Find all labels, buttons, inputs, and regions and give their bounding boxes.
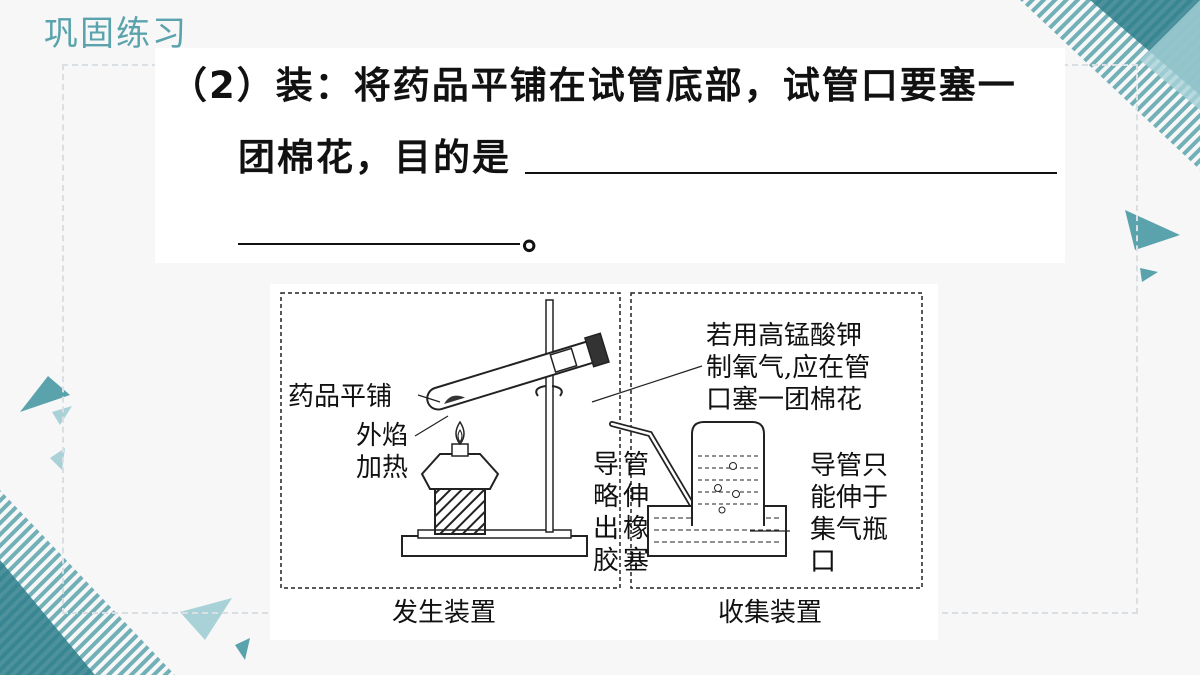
experiment-diagram: 药品平铺 外焰 加热 导 略 出 胶 管 伸 橡 塞 若用高锰酸钾 制氧气,应在… xyxy=(270,284,938,640)
label-outer-flame-1: 外焰 xyxy=(356,421,408,451)
label-tube-col2-1: 伸 xyxy=(623,482,649,512)
answer-blank-2[interactable] xyxy=(238,243,520,245)
alcohol-lamp xyxy=(420,453,500,490)
label-tube-col1-0: 导 xyxy=(593,450,619,480)
question-end-mark: 。 xyxy=(522,215,559,258)
label-tube-col1-1: 略 xyxy=(593,482,619,512)
cotton-plug xyxy=(549,347,578,373)
label-pipe-2: 能伸于 xyxy=(810,483,888,513)
caption-generation: 发生装置 xyxy=(392,598,496,628)
label-pipe-4: 口 xyxy=(810,547,836,577)
label-pipe-1: 导管只 xyxy=(810,451,888,481)
stand-rod xyxy=(545,299,554,533)
label-outer-flame-2: 加热 xyxy=(356,453,408,483)
label-tube-col1-2: 出 xyxy=(593,514,619,544)
label-kmno4-2: 制氧气,应在管 xyxy=(706,353,870,383)
label-tube-col2-3: 塞 xyxy=(623,546,649,576)
decor-triangle-right xyxy=(1125,210,1180,250)
decor-triangle-left xyxy=(20,376,70,412)
answer-blank-1[interactable] xyxy=(525,172,1057,174)
caption-collection: 收集装置 xyxy=(718,598,822,628)
label-tube-col2-0: 管 xyxy=(623,450,649,480)
label-pipe-3: 集气瓶 xyxy=(810,515,888,545)
test-tube xyxy=(426,332,610,411)
collection-box xyxy=(630,292,923,589)
question-card xyxy=(155,48,1065,263)
label-spread: 药品平铺 xyxy=(288,382,392,412)
question-line-2: 团棉花，目的是 xyxy=(238,136,511,179)
question-line-1: （2）装：将药品平铺在试管底部，试管口要塞一 xyxy=(170,64,1017,107)
page-title: 巩固练习 xyxy=(44,14,188,54)
label-tube-col2-2: 橡 xyxy=(623,514,649,544)
lamp-block xyxy=(434,488,486,535)
rubber-stopper xyxy=(583,332,610,368)
gas-collecting-jar xyxy=(691,421,765,526)
label-tube-col1-3: 胶 xyxy=(593,546,619,576)
label-kmno4-3: 口塞一团棉花 xyxy=(706,385,862,415)
label-kmno4-1: 若用高锰酸钾 xyxy=(706,321,862,351)
generation-box xyxy=(280,292,621,589)
